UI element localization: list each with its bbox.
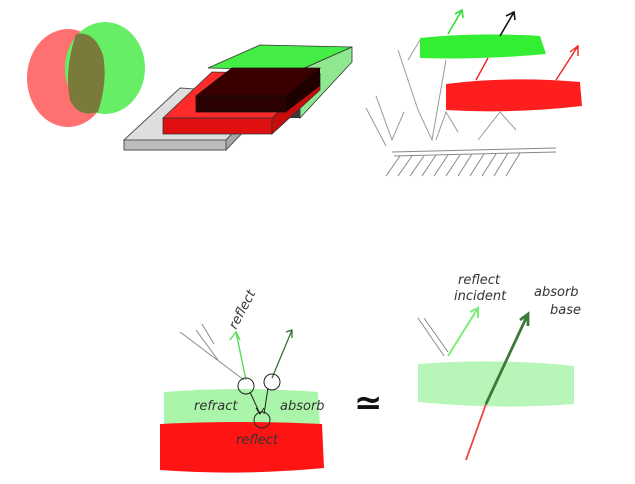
label-absorb-base-2: base xyxy=(550,303,581,318)
label-reflect-incident-2: incident xyxy=(454,289,507,304)
gray-rays xyxy=(365,39,517,147)
dark-overlap-front xyxy=(195,95,287,113)
label-reflect-bottom: reflect xyxy=(236,433,279,448)
label-reflect-incident-1: reflect xyxy=(458,273,501,288)
label-absorb-base-1: absorb xyxy=(534,285,579,300)
red-slab-front xyxy=(162,117,273,135)
simplified-absorb-arrow xyxy=(484,311,530,405)
venn-overlap xyxy=(27,22,145,127)
simplified-reflect-arrow xyxy=(447,306,479,357)
label-reflect-vertical: reflect xyxy=(226,287,259,332)
dark-overlap-side xyxy=(286,68,320,112)
approx-symbol: ≃ xyxy=(354,383,383,423)
red-band xyxy=(160,422,324,473)
simplified-red-ray xyxy=(465,403,487,461)
light-green-band xyxy=(164,389,320,429)
simplified-model: reflect incident absorb base xyxy=(417,273,581,461)
incident-rays xyxy=(179,323,245,381)
green-brush-stroke xyxy=(420,34,546,59)
green-arrow xyxy=(447,8,464,35)
absorb-arrow xyxy=(271,329,293,379)
label-absorb: absorb xyxy=(280,399,325,414)
black-arrow xyxy=(499,10,516,37)
stacked-slabs xyxy=(122,44,353,152)
simplified-incident xyxy=(417,317,449,357)
interaction-circles xyxy=(237,373,281,429)
layers-reflection-panel xyxy=(365,8,582,177)
ground-hatch xyxy=(385,147,557,177)
label-refract: refract xyxy=(194,399,238,414)
reflect-arrow xyxy=(229,330,247,381)
gray-slab-front xyxy=(123,139,227,151)
venn-overlap-region xyxy=(68,33,105,114)
red-brush-stroke xyxy=(446,79,582,112)
red-arrows xyxy=(475,44,579,81)
refract-absorb-diagram: reflect refract absorb reflect xyxy=(160,287,325,473)
